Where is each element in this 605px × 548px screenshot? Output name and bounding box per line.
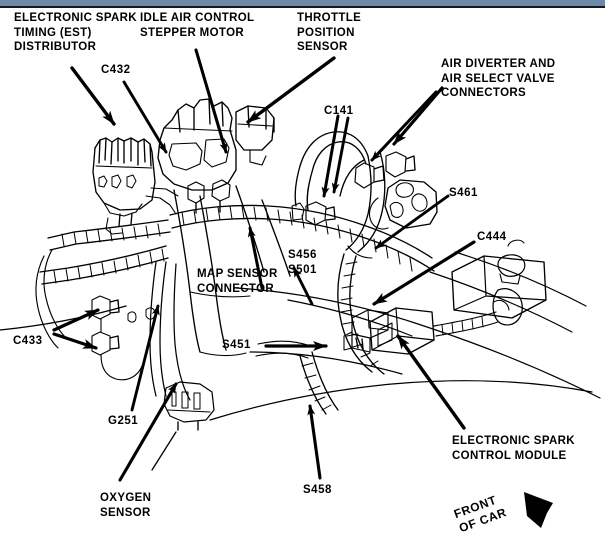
leader-s458 xyxy=(307,404,322,480)
label-s451: S451 xyxy=(222,339,251,351)
label-oxygen-sensor: OXYGEN SENSOR xyxy=(100,492,152,519)
top-color-band xyxy=(0,0,605,8)
leader-map-sensor xyxy=(247,226,264,290)
label-c432: C432 xyxy=(101,64,131,76)
label-c444: C444 xyxy=(477,231,507,243)
label-s461: S461 xyxy=(449,187,478,199)
leader-c433-1 xyxy=(52,308,100,332)
main-harness-art xyxy=(169,204,435,272)
label-g251: G251 xyxy=(108,415,139,427)
label-c433: C433 xyxy=(13,335,43,347)
esc-module-art xyxy=(343,239,547,355)
throttle-body-art xyxy=(157,98,275,214)
leader-c432 xyxy=(122,80,168,154)
label-est-distributor: ELECTRONIC SPARK TIMING (EST) DISTRIBUTO… xyxy=(14,12,137,53)
label-s458: S458 xyxy=(303,484,332,496)
label-throttle-position-sensor: THROTTLE POSITION SENSOR xyxy=(297,12,362,53)
leader-c141-2 xyxy=(331,116,350,194)
leader-s456-s501 xyxy=(292,266,314,306)
leader-oxygen-sensor xyxy=(118,382,178,482)
leader-s461 xyxy=(374,194,450,250)
hose-art xyxy=(35,249,67,349)
leader-s458-aux xyxy=(151,431,177,471)
leader-c444 xyxy=(372,240,476,306)
label-air-diverter-connectors: AIR DIVERTER AND AIR SELECT VALVE CONNEC… xyxy=(441,58,556,99)
label-c141: C141 xyxy=(324,105,354,117)
engine-block-art xyxy=(163,185,291,431)
label-esc-module: ELECTRONIC SPARK CONTROL MODULE xyxy=(452,435,575,462)
leader-g251 xyxy=(130,304,160,412)
est-distributor-art xyxy=(92,137,179,235)
body-sheetmetal-lines xyxy=(0,251,601,421)
leader-c141-1 xyxy=(321,114,340,198)
label-s456: S456 xyxy=(288,249,317,261)
label-idle-air-control: IDLE AIR CONTROL STEPPER MOTOR xyxy=(140,12,255,39)
leader-idle-air-control xyxy=(194,48,228,154)
leader-esc-module xyxy=(396,334,466,430)
label-map-sensor-connector: MAP SENSOR CONNECTOR xyxy=(197,268,278,295)
leader-throttle-position xyxy=(246,56,336,124)
leader-air-diverter-1 xyxy=(392,86,444,146)
leader-c433-2 xyxy=(52,332,98,350)
front-of-car-arrowhead xyxy=(524,492,553,528)
leader-est-distributor xyxy=(70,66,116,126)
air-valve-harness-art xyxy=(291,131,438,259)
leader-air-diverter-2 xyxy=(370,90,438,162)
left-harness-branches xyxy=(39,219,191,401)
label-s501: S501 xyxy=(288,264,317,276)
